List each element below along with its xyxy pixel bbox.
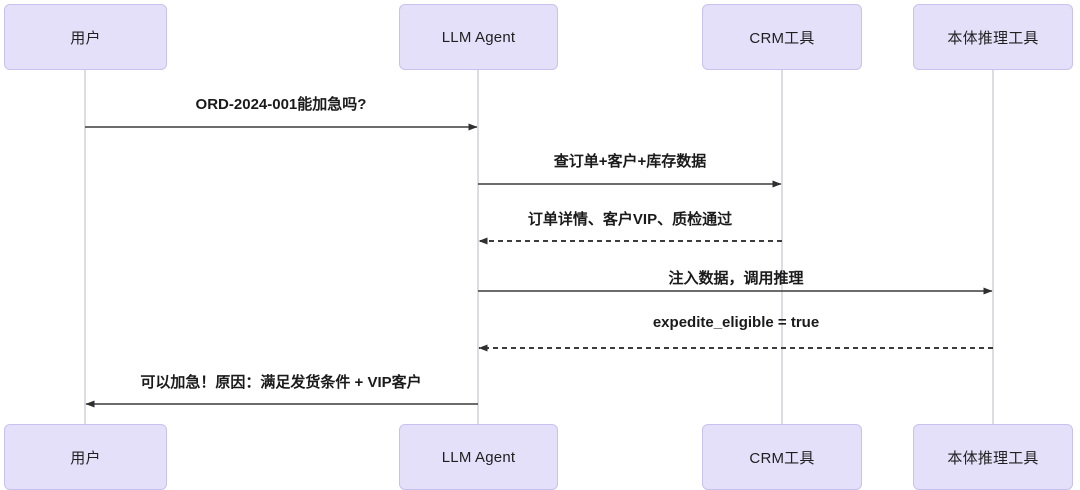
participant-label-llm_agent-bottom: LLM Agent <box>441 448 516 466</box>
participant-box-user-bottom[interactable]: 用户 <box>4 424 167 490</box>
participant-label-ontology_tool-top: 本体推理工具 <box>947 29 1039 47</box>
message-label-4: 注入数据，调用推理 <box>668 270 804 287</box>
message-label-5: expedite_eligible = true <box>652 314 820 331</box>
participant-label-llm_agent-top: LLM Agent <box>441 28 516 46</box>
participant-box-crm_tool-top[interactable]: CRM工具 <box>702 4 862 70</box>
participant-box-llm_agent-bottom[interactable]: LLM Agent <box>399 424 558 490</box>
participant-box-user-top[interactable]: 用户 <box>4 4 167 70</box>
participant-label-ontology_tool-bottom: 本体推理工具 <box>947 449 1039 467</box>
message-arrows-group <box>85 123 993 408</box>
participant-box-ontology_tool-bottom[interactable]: 本体推理工具 <box>913 424 1073 490</box>
lifelines-group <box>84 70 994 424</box>
message-label-6: 可以加急！原因：满足发货条件 + VIP客户 <box>140 374 422 391</box>
participant-label-user-top: 用户 <box>70 29 101 47</box>
participant-box-ontology_tool-top[interactable]: 本体推理工具 <box>913 4 1073 70</box>
participant-label-user-bottom: 用户 <box>70 449 101 467</box>
message-label-3: 订单详情、客户VIP、质检通过 <box>527 211 733 228</box>
message-label-2: 查订单+客户+库存数据 <box>553 153 707 170</box>
participant-box-crm_tool-bottom[interactable]: CRM工具 <box>702 424 862 490</box>
participant-label-crm_tool-bottom: CRM工具 <box>749 449 815 467</box>
participant-box-llm_agent-top[interactable]: LLM Agent <box>399 4 558 70</box>
message-label-1: ORD-2024-001能加急吗? <box>195 96 367 113</box>
participant-label-crm_tool-top: CRM工具 <box>749 29 815 47</box>
